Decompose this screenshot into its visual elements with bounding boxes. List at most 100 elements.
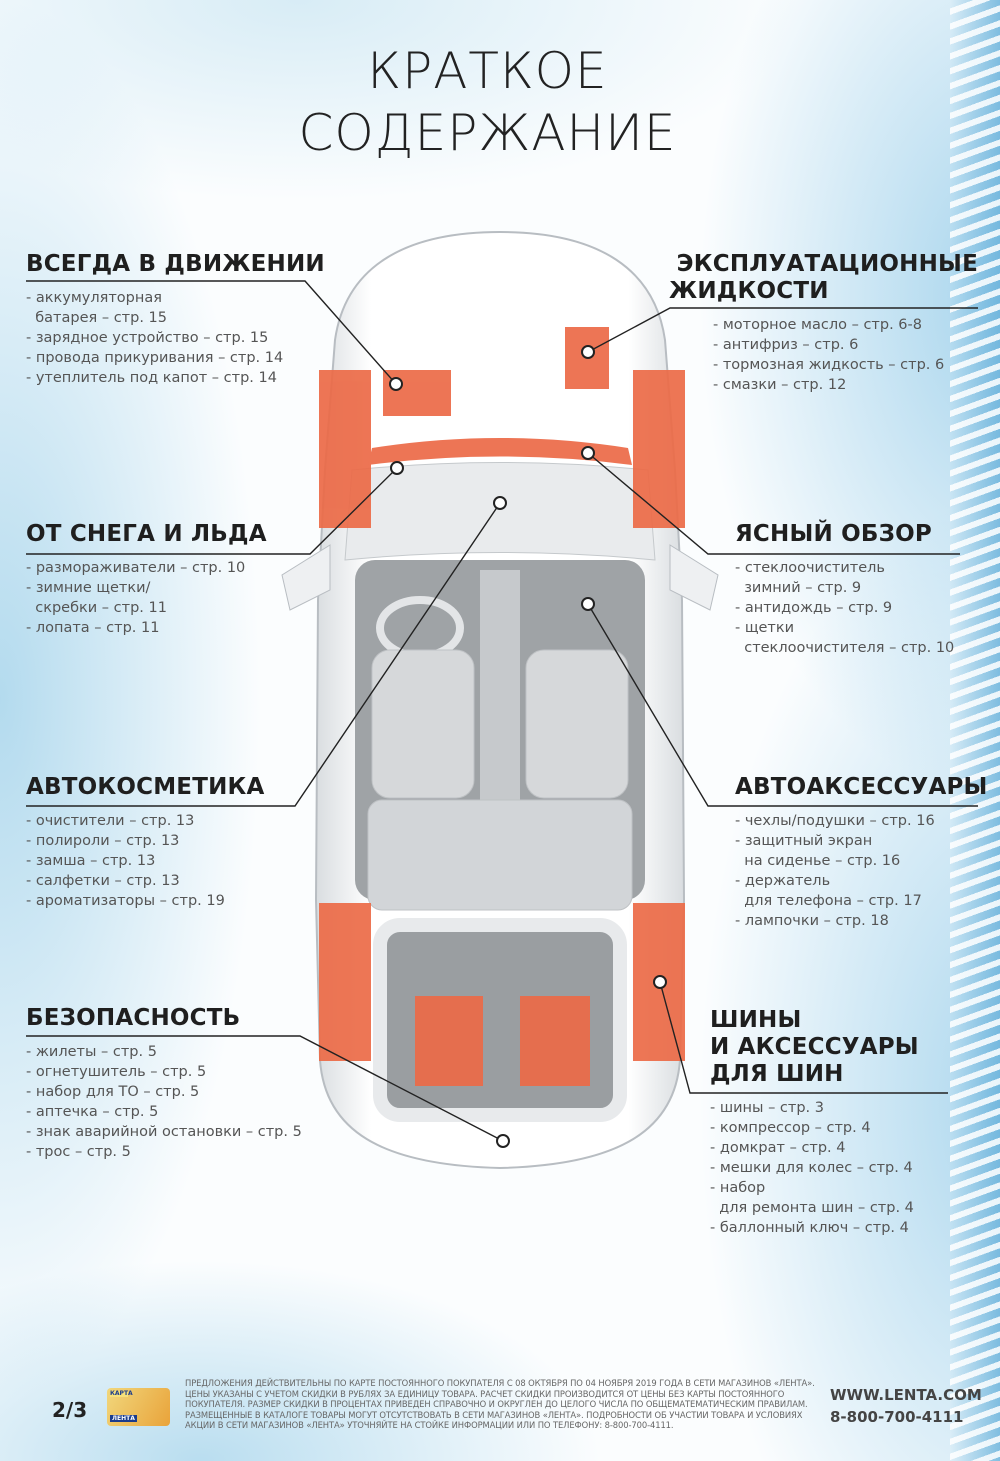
list-item: зимний – стр. 9 [735, 580, 862, 596]
section-title: ВСЕГДА В ДВИЖЕНИИ [26, 251, 325, 277]
legal-disclaimer: ПРЕДЛОЖЕНИЯ ДЕЙСТВИТЕЛЬНЫ ПО КАРТЕ ПОСТО… [185, 1378, 825, 1431]
title-line: ДЛЯ ШИН [710, 1061, 844, 1087]
highlight-trunk-left [415, 996, 483, 1086]
list-item: - жилеты – стр. 5 [26, 1044, 157, 1060]
list-item: - ароматизаторы – стр. 19 [26, 893, 225, 909]
list-item: - мешки для колес – стр. 4 [710, 1160, 913, 1176]
list-item: - компрессор – стр. 4 [710, 1120, 871, 1136]
website-link[interactable]: WWW.LENTA.COM [830, 1386, 982, 1404]
list-item: - провода прикуривания – стр. 14 [26, 350, 284, 366]
legal-line: АКЦИИ В СЕТИ МАГАЗИНОВ «ЛЕНТА» УТОЧНЯЙТЕ… [185, 1420, 674, 1431]
leader-always-moving [26, 280, 397, 385]
list-item: стеклоочистителя – стр. 10 [735, 640, 955, 656]
page-title: КРАТКОЕ СОДЕРЖАНИЕ [0, 40, 975, 164]
leader-fluids [587, 307, 978, 353]
dashboard [344, 462, 656, 561]
card-brand: ЛЕНТА [110, 1415, 137, 1422]
list-item: - лопата – стр. 11 [26, 620, 160, 636]
rear-seats [367, 799, 633, 911]
list-item: - набор для ТО – стр. 5 [26, 1084, 200, 1100]
list-item: - тормозная жидкость – стр. 6 [713, 357, 945, 373]
legal-line: ПРЕДЛОЖЕНИЯ ДЕЙСТВИТЕЛЬНЫ ПО КАРТЕ ПОСТО… [185, 1378, 815, 1388]
legal-line: ЦЕНЫ УКАЗАНЫ С УЧЕТОМ СКИДКИ В РУБЛЯХ ЗА… [185, 1388, 785, 1399]
list-item: - стеклоочиститель [735, 560, 885, 576]
marker-dot [581, 446, 595, 460]
marker-dot [390, 461, 404, 475]
list-item: - аптечка – стр. 5 [26, 1104, 159, 1120]
highlight-battery [383, 370, 451, 416]
list-item: - салфетки – стр. 13 [26, 873, 180, 889]
list-item: - очистители – стр. 13 [26, 813, 195, 829]
section-title: БЕЗОПАСНОСТЬ [26, 1005, 241, 1031]
section-snow-ice: ОТ СНЕГА И ЛЬДА - размораживатели – стр.… [26, 521, 267, 638]
title-line: КРАТКОЕ [367, 42, 608, 100]
title-line: ЭКСПЛУАТАЦИОННЫЕ [676, 251, 978, 277]
list-item: - антифриз – стр. 6 [713, 337, 859, 353]
list-item: - лампочки – стр. 18 [735, 913, 889, 929]
footer: 2/3 КАРТА ЛЕНТА ПРЕДЛОЖЕНИЯ ДЕЙСТВИТЕЛЬНЫ… [0, 1378, 1000, 1438]
list-item: для ремонта шин – стр. 4 [710, 1200, 914, 1216]
list-item: - замша – стр. 13 [26, 853, 156, 869]
marker-dot [493, 496, 507, 510]
highlight-trunk-right [520, 996, 590, 1086]
contacts: WWW.LENTA.COM 8-800-700-4111 [830, 1384, 982, 1428]
highlight-front-right-wheel [633, 370, 685, 528]
list-item: - антидождь – стр. 9 [735, 600, 893, 616]
mirror-right [669, 544, 719, 611]
tire-tread-decoration [950, 0, 1000, 1461]
list-item: - огнетушитель – стр. 5 [26, 1064, 207, 1080]
marker-dot [389, 377, 403, 391]
phone-number[interactable]: 8-800-700-4111 [830, 1408, 964, 1426]
list-item: - баллонный ключ – стр. 4 [710, 1220, 909, 1236]
marker-dot [496, 1134, 510, 1148]
loyalty-card-image: КАРТА ЛЕНТА [107, 1388, 170, 1426]
marker-dot [581, 345, 595, 359]
list-item: - трос – стр. 5 [26, 1144, 131, 1160]
seat-front-right [525, 649, 629, 799]
list-item: скребки – стр. 11 [26, 600, 167, 616]
list-item: - зимние щетки/ [26, 580, 151, 596]
title-line: ЖИДКОСТИ [669, 278, 829, 304]
list-item: на сиденье – стр. 16 [735, 853, 901, 869]
list-item: - смазки – стр. 12 [713, 377, 847, 393]
list-item: батарея – стр. 15 [26, 310, 167, 326]
section-title: ОТ СНЕГА И ЛЬДА [26, 521, 267, 547]
list-item: для телефона – стр. 17 [735, 893, 922, 909]
section-title: ЯСНЫЙ ОБЗОР [735, 521, 932, 547]
page-number: 2/3 [52, 1398, 88, 1422]
list-item: - размораживатели – стр. 10 [26, 560, 246, 576]
section-always-moving: ВСЕГДА В ДВИЖЕНИИ - аккумуляторная батар… [26, 251, 325, 388]
list-item: - знак аварийной остановки – стр. 5 [26, 1124, 302, 1140]
title-line: СОДЕРЖАНИЕ [298, 104, 677, 162]
list-item: - домкрат – стр. 4 [710, 1140, 846, 1156]
list-item: - защитный экран [735, 833, 873, 849]
section-title: АВТОКОСМЕТИКА [26, 774, 265, 800]
leader-accessories [587, 603, 978, 807]
section-safety: БЕЗОПАСНОСТЬ - жилеты – стр. 5 - огнетуши… [26, 1005, 302, 1162]
list-item: - набор [710, 1180, 766, 1196]
section-accessories: АВТОАКСЕССУАРЫ - чехлы/подушки – стр. 16… [735, 774, 988, 931]
leader-clear-view [587, 452, 960, 555]
list-item: - чехлы/подушки – стр. 16 [735, 813, 935, 829]
highlight-front-left-wheel [319, 370, 371, 528]
mirror-left [281, 544, 331, 611]
legal-line: ПОКУПАТЕЛЯ. РАЗМЕР СКИДКИ В ПРОЦЕНТАХ ПР… [185, 1399, 808, 1410]
legal-line: РАЗМЕЩЕННЫЕ В КАТАЛОГЕ ТОВАРЫ МОГУТ ОТСУ… [185, 1409, 803, 1420]
marker-dot [581, 597, 595, 611]
leader-tires [659, 981, 948, 1094]
seat-front-left [371, 649, 475, 799]
leader-safety [26, 1035, 504, 1142]
highlight-rear-left-wheel [319, 903, 371, 1061]
card-label: КАРТА [110, 1390, 133, 1397]
list-item: - зарядное устройство – стр. 15 [26, 330, 269, 346]
list-item: - держатель [735, 873, 831, 889]
list-item: - аккумуляторная [26, 290, 162, 306]
leader-snow-ice [26, 467, 398, 555]
highlight-windshield [368, 438, 632, 465]
section-title: АВТОАКСЕССУАРЫ [735, 774, 988, 800]
list-item: - полироли – стр. 13 [26, 833, 180, 849]
